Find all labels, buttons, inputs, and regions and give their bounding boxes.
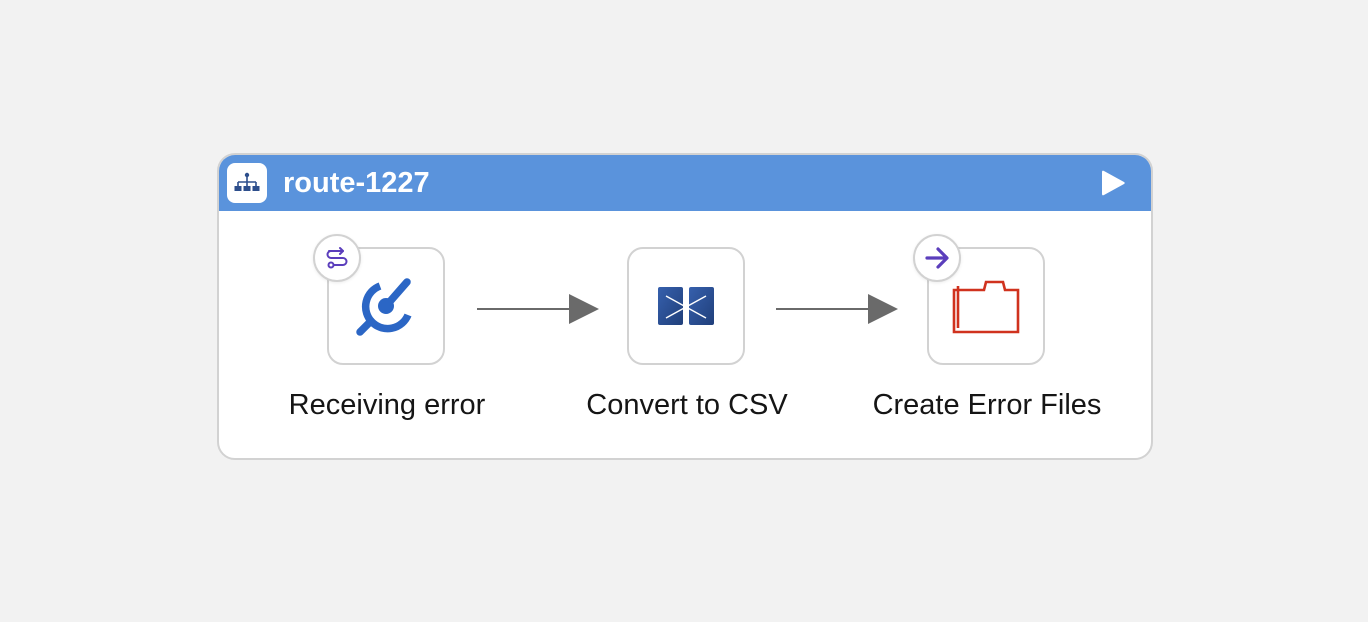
route-output-arrow-icon — [925, 247, 949, 269]
route-output-badge — [913, 234, 961, 282]
route-container: route-1227 Receiving error — [217, 153, 1153, 460]
edge-arrow — [776, 294, 898, 324]
route-title: route-1227 — [283, 167, 430, 199]
route-start-icon — [326, 247, 348, 269]
data-mapper-icon — [658, 287, 714, 325]
route-tree-icon — [227, 163, 267, 203]
step-label: Create Error Files — [872, 389, 1102, 421]
kamelet-source-icon — [356, 278, 412, 336]
route-header: route-1227 — [219, 155, 1151, 211]
step-label: Convert to CSV — [586, 389, 788, 421]
route-start-badge — [313, 234, 361, 282]
play-icon — [1102, 170, 1125, 196]
play-button[interactable] — [1099, 168, 1129, 198]
step-label: Receiving error — [288, 389, 486, 421]
step-node-convert-to-csv[interactable] — [627, 247, 745, 365]
edge-arrow — [477, 294, 599, 324]
folder-icon — [952, 280, 1020, 334]
